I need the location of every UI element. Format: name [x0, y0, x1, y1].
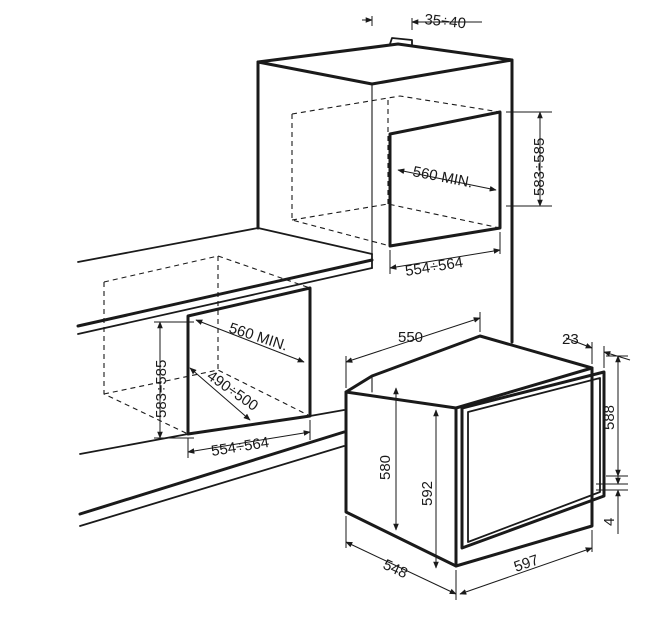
oven	[344, 334, 606, 568]
label-lower-height: 583÷585	[153, 360, 170, 418]
label-lower-depth: 560 MIN.	[227, 320, 290, 355]
countertop	[76, 227, 374, 335]
label-oven-width: 597	[512, 552, 541, 576]
label-oven-panel: 23	[562, 331, 579, 348]
upper-cabinet	[256, 37, 514, 344]
label-upper-width: 554÷564	[404, 254, 464, 280]
label-upper-depth: 560 MIN.	[411, 163, 474, 191]
label-lower-inner: 490÷500	[204, 367, 262, 414]
label-oven-depth-top: 550	[398, 329, 423, 346]
dimension-lines	[154, 16, 631, 600]
label-oven-side-height: 580	[377, 455, 394, 480]
label-oven-gap: 4	[601, 518, 618, 526]
label-oven-front-inner-height: 592	[419, 481, 436, 506]
label-oven-front-height: 588	[601, 405, 618, 430]
label-top-gap: 35÷40	[424, 11, 467, 32]
label-oven-depth-bottom: 548	[380, 556, 410, 582]
label-upper-height: 583÷585	[531, 138, 548, 196]
dimension-labels: 35÷40 560 MIN. 583÷585 554÷564 560 MIN. …	[153, 11, 618, 582]
label-lower-width: 554÷564	[210, 434, 270, 460]
